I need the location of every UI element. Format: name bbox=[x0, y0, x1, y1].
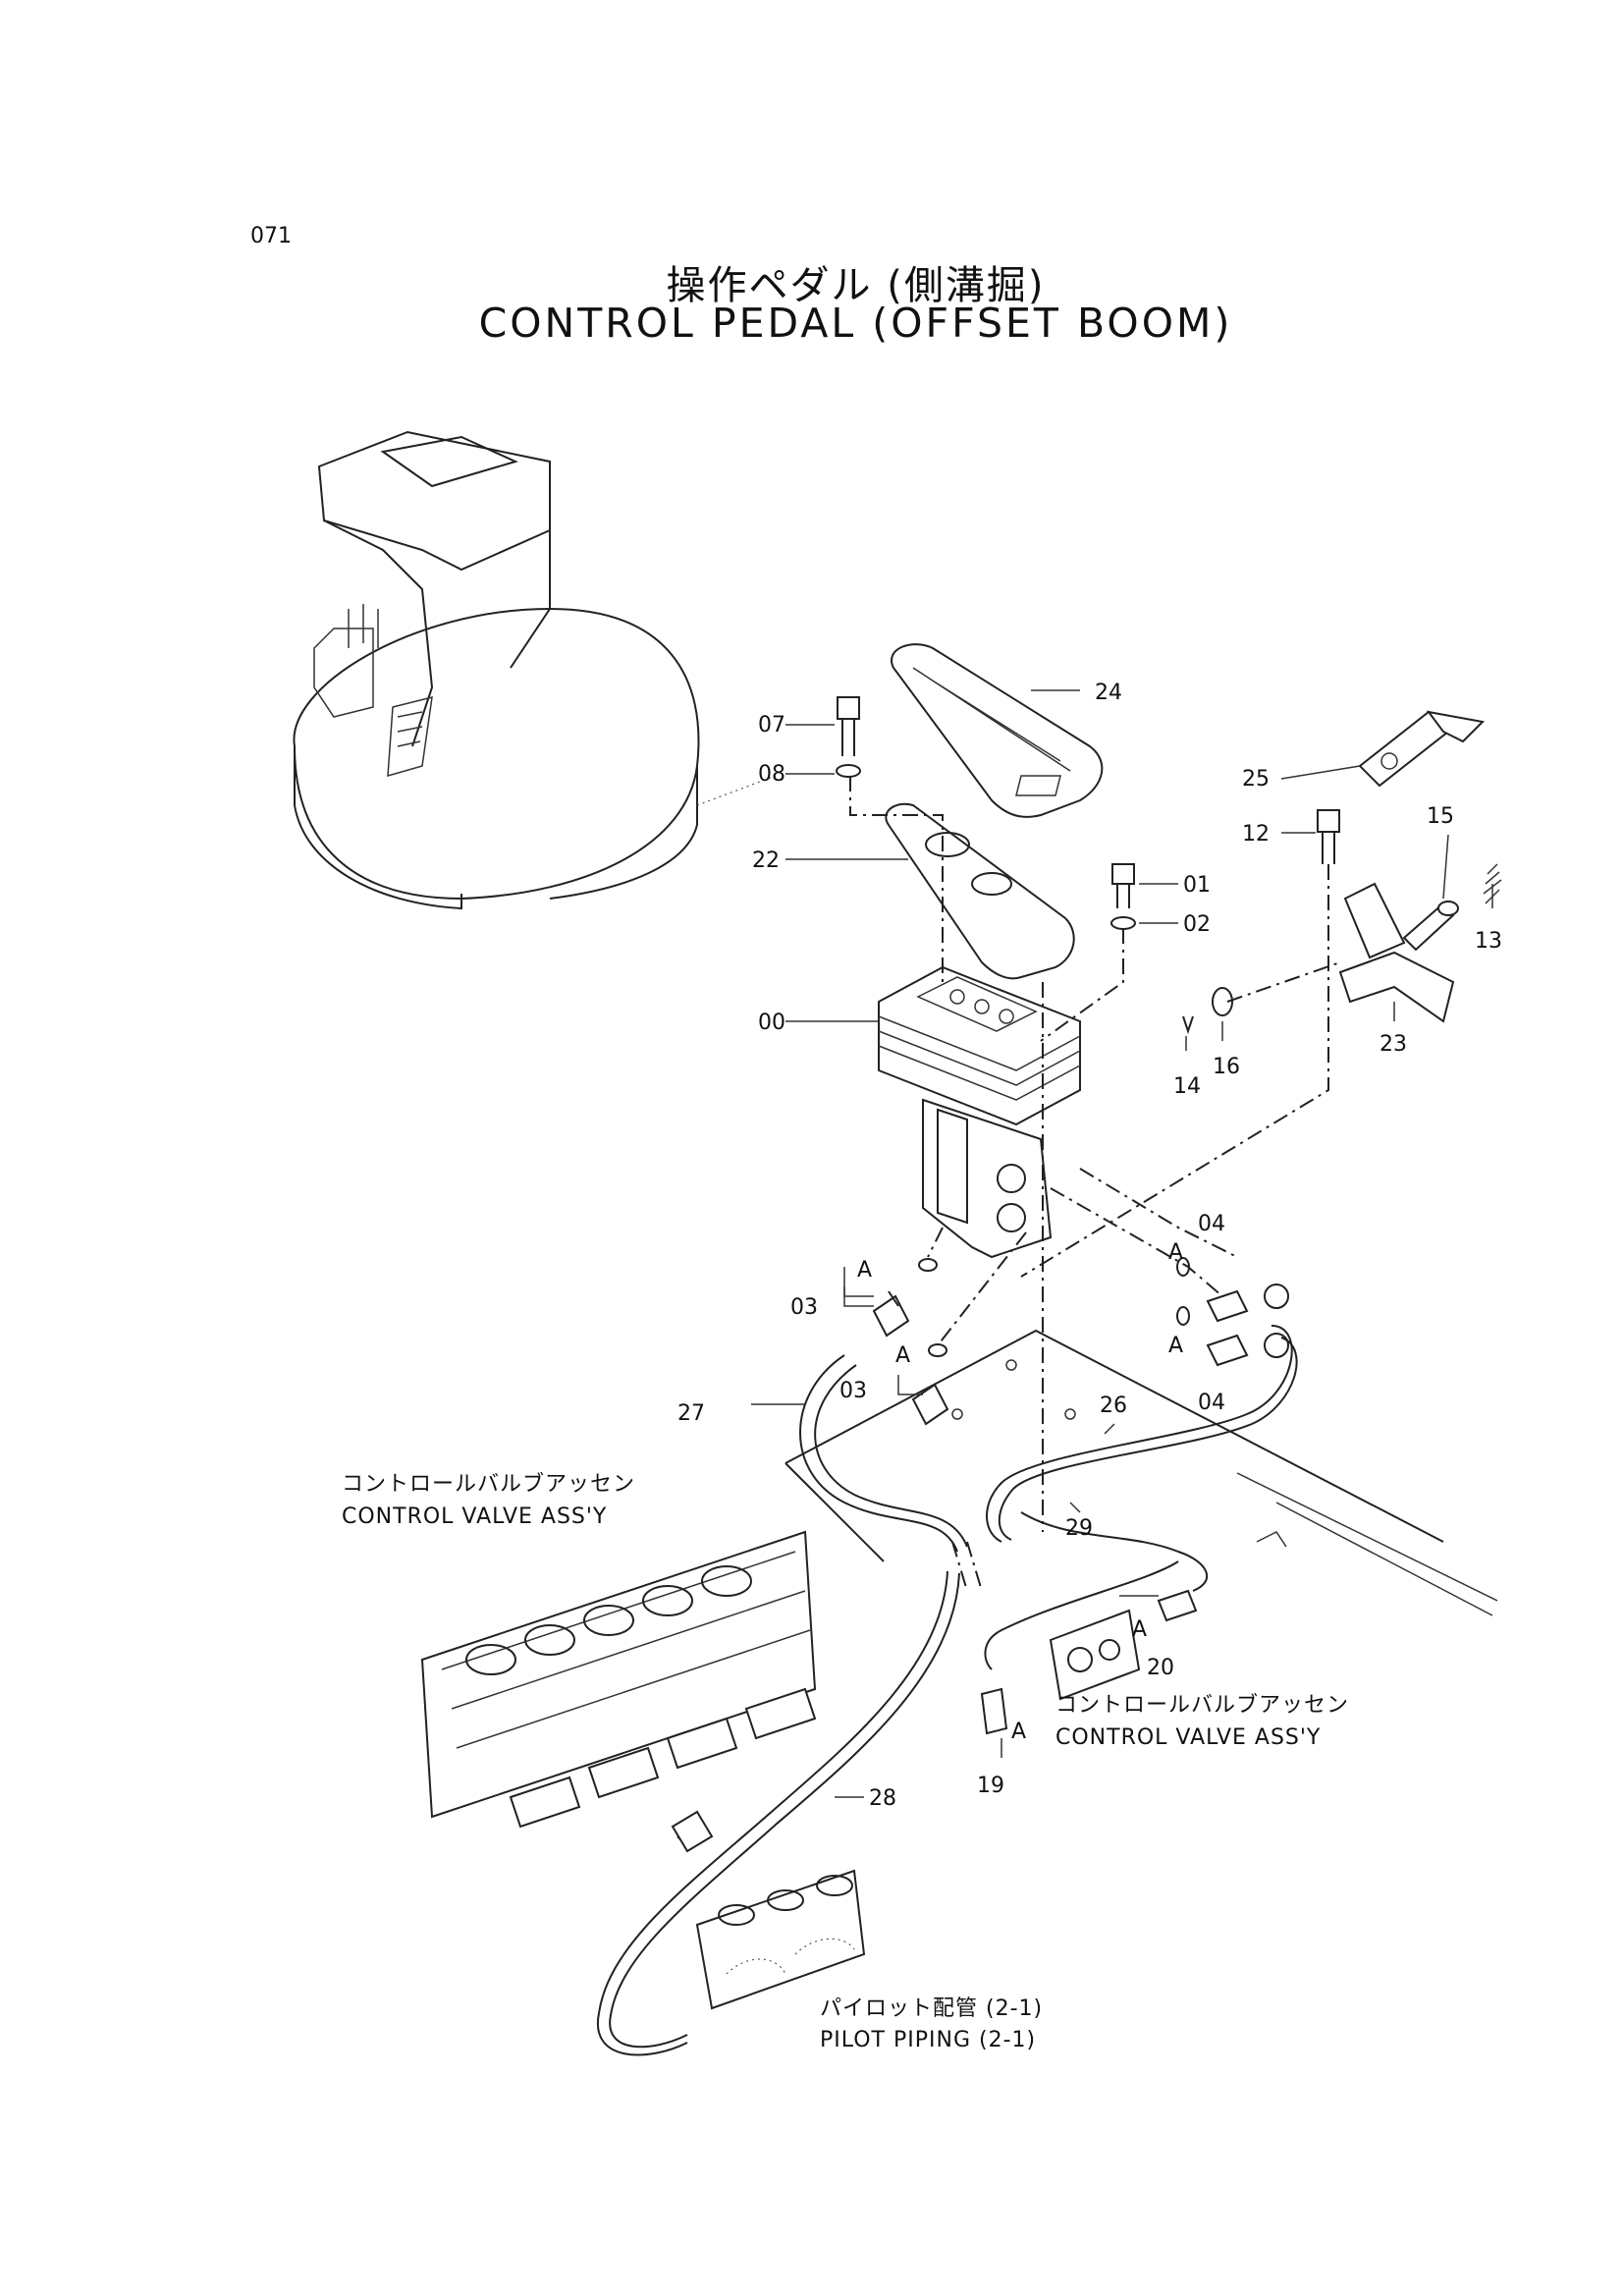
ref-a-6: A bbox=[1011, 1720, 1026, 1744]
ref-a-1: A bbox=[857, 1258, 872, 1283]
pedal-valve-00 bbox=[878, 965, 1081, 1259]
fitting-03-lower bbox=[911, 1383, 949, 1426]
label-02: 02 bbox=[1183, 912, 1211, 937]
title-japanese: 操作ペダル (側溝掘) bbox=[666, 263, 1046, 308]
elbow-19 bbox=[980, 1687, 1008, 1735]
label-26: 26 bbox=[1100, 1394, 1127, 1418]
spring-13 bbox=[1483, 863, 1502, 904]
title-english: CONTROL PEDAL (OFFSET BOOM) bbox=[478, 300, 1233, 347]
label-08: 08 bbox=[758, 762, 785, 787]
elbow-fitting-lower-left bbox=[671, 1810, 714, 1853]
label-04-lower: 04 bbox=[1198, 1391, 1225, 1415]
washer-08 bbox=[836, 764, 861, 778]
label-03-lower: 03 bbox=[839, 1379, 867, 1403]
label-14: 14 bbox=[1173, 1074, 1201, 1099]
label-23: 23 bbox=[1380, 1032, 1407, 1057]
assembly-centerlines bbox=[849, 776, 1341, 1532]
label-22: 22 bbox=[752, 848, 780, 873]
pedal-pad-24 bbox=[891, 643, 1104, 818]
label-07: 07 bbox=[758, 713, 785, 738]
washer-02 bbox=[1110, 916, 1136, 930]
label-27: 27 bbox=[677, 1401, 705, 1426]
label-24: 24 bbox=[1095, 681, 1122, 705]
reference-marks: A A A A A A bbox=[857, 1240, 1183, 1744]
part-number-labels: 24 07 08 22 01 02 00 25 12 15 13 16 14 2… bbox=[677, 681, 1502, 1811]
fitting-04-upper bbox=[1206, 1284, 1289, 1323]
hose-26 bbox=[986, 1325, 1298, 1543]
note-pilot-piping-en: PILOT PIPING (2-1) bbox=[820, 2028, 1036, 2052]
o-ring-lower bbox=[928, 1343, 947, 1357]
page-number: 071 bbox=[250, 224, 292, 248]
note-control-valve-left-jp: コントロールバルブアッセン bbox=[342, 1472, 635, 1497]
fitting-03-upper bbox=[872, 1290, 910, 1338]
label-04-upper: 04 bbox=[1198, 1212, 1225, 1236]
label-25: 25 bbox=[1242, 767, 1270, 792]
cotter-pin-14 bbox=[1182, 1015, 1194, 1035]
bolt-01 bbox=[1111, 863, 1135, 908]
note-control-valve-right-jp: コントロールバルブアッセン bbox=[1055, 1693, 1349, 1718]
label-29: 29 bbox=[1065, 1516, 1093, 1541]
washer-16 bbox=[1212, 987, 1233, 1016]
note-pilot-piping-jp: パイロット配管 (2-1) bbox=[820, 1996, 1043, 2021]
o-ring-right-lower bbox=[1176, 1306, 1190, 1326]
control-valve-assembly-left bbox=[420, 1530, 817, 1847]
floor-plate bbox=[784, 1329, 1498, 1616]
bolt-07 bbox=[837, 696, 860, 756]
machine-overview-illustration bbox=[293, 430, 777, 910]
ref-a-4: A bbox=[1168, 1334, 1183, 1358]
bracket-23 bbox=[1338, 882, 1455, 1023]
hose-28 bbox=[596, 1570, 960, 2056]
switch-25 bbox=[1358, 710, 1486, 788]
fitting-04-lower bbox=[1206, 1333, 1289, 1367]
pilot-piping-block bbox=[695, 1869, 866, 2010]
label-00: 00 bbox=[758, 1011, 785, 1035]
label-12: 12 bbox=[1242, 822, 1270, 847]
control-valve-block-right bbox=[1049, 1589, 1198, 1701]
label-20: 20 bbox=[1147, 1656, 1174, 1680]
hose-27 bbox=[799, 1354, 968, 1553]
note-control-valve-left-en: CONTROL VALVE ASS'Y bbox=[342, 1504, 607, 1529]
ref-a-2: A bbox=[895, 1343, 910, 1368]
notes: コントロールバルブアッセン CONTROL VALVE ASS'Y コントロール… bbox=[342, 1472, 1349, 2052]
hose-hidden-segment bbox=[951, 1541, 983, 1592]
bolt-12 bbox=[1317, 809, 1340, 864]
label-19: 19 bbox=[977, 1774, 1004, 1798]
pedal-cover-22 bbox=[885, 802, 1075, 980]
label-13: 13 bbox=[1475, 929, 1502, 954]
pin-15 bbox=[1402, 901, 1459, 952]
leader-lines bbox=[751, 689, 1493, 1798]
label-01: 01 bbox=[1183, 873, 1211, 898]
label-28: 28 bbox=[869, 1786, 896, 1811]
label-03-upper: 03 bbox=[790, 1295, 818, 1320]
hose-29 bbox=[984, 1511, 1208, 1670]
note-control-valve-right-en: CONTROL VALVE ASS'Y bbox=[1055, 1725, 1321, 1750]
ref-a-3: A bbox=[1168, 1240, 1183, 1265]
o-ring-upper bbox=[918, 1258, 938, 1272]
ref-a-5: A bbox=[1132, 1617, 1147, 1642]
label-15: 15 bbox=[1427, 804, 1454, 829]
label-16: 16 bbox=[1213, 1055, 1240, 1079]
